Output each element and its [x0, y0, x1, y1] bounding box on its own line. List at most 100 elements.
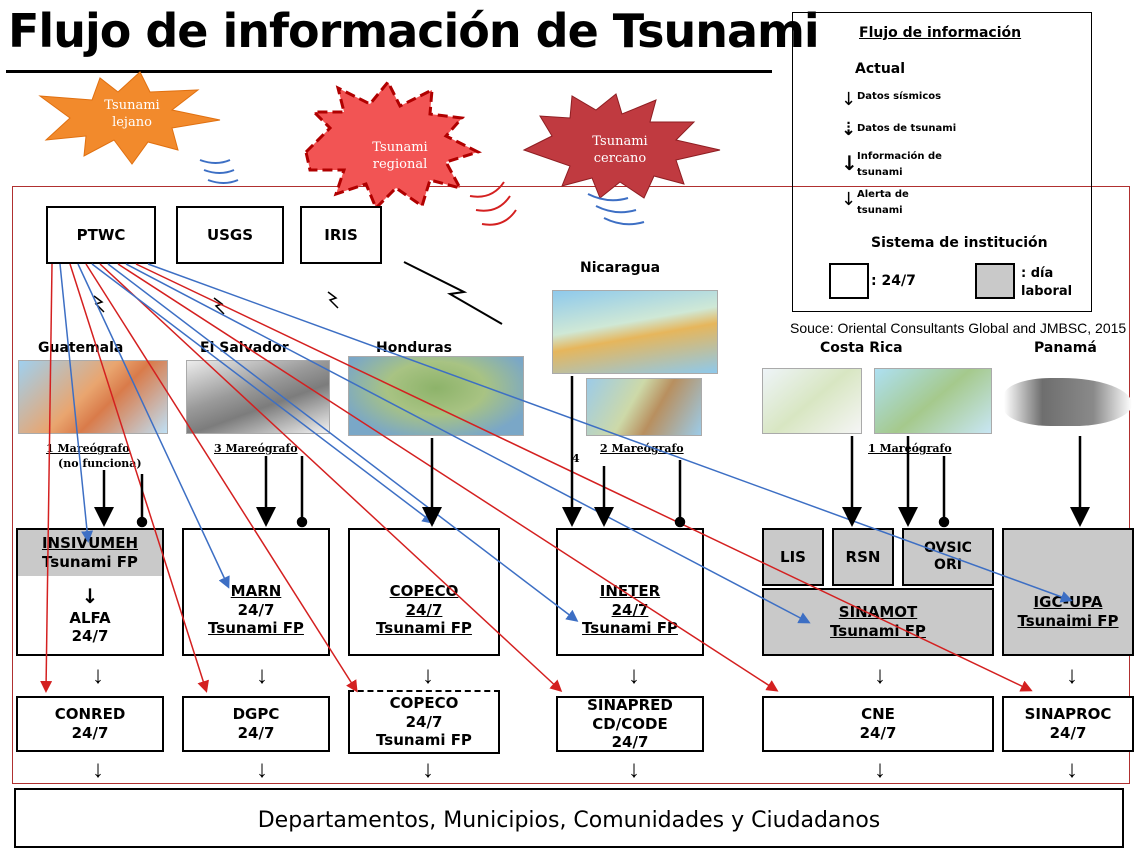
sinapred-box: SINAPRED CD/CODE 24/7 [556, 696, 704, 752]
down-arrow-icon: ↓ [628, 662, 640, 689]
map-costa-rica-1 [762, 368, 862, 434]
down-arrow-icon: ↓ [92, 662, 104, 689]
ptwc-label: PTWC [76, 225, 126, 244]
iris-label: IRIS [324, 225, 358, 244]
copeco-box: COPECO 24/7 Tsunami FP [348, 528, 500, 656]
insivumeh-arrow-icon: ↓ [81, 583, 99, 608]
tide-costa-rica: 1 Mareógrafo [868, 442, 952, 455]
legend-system-title: Sistema de institución [871, 235, 1048, 251]
sinamot-fp: Tsunami FP [830, 622, 926, 640]
country-guatemala: Guatemala [38, 340, 124, 356]
near-burst-label: Tsunami cercano [592, 134, 648, 166]
cne-box: CNE 24/7 [762, 696, 994, 752]
marn-label: MARN [230, 581, 282, 600]
ineter-hours: 24/7 [611, 600, 649, 619]
diagram-frame [12, 186, 1130, 784]
cne-label: CNE [861, 705, 895, 724]
insivumeh-fp: Tsunami FP [42, 552, 138, 571]
tide-guatemala-note: (no funciona) [58, 457, 142, 470]
legend-white-box [829, 263, 869, 299]
legend-item-info: Información de tsunami [857, 151, 942, 178]
alfa-hours: 24/7 [71, 627, 109, 646]
ineter-box: INETER 24/7 Tsunami FP [556, 528, 704, 656]
lightning-small-icon-2 [213, 297, 225, 315]
map-el-salvador [186, 360, 330, 434]
legend-arrow-alert-icon: ↓ [841, 189, 857, 210]
down-arrow-icon: ↓ [1066, 756, 1078, 783]
down-arrow-icon: ↓ [874, 756, 886, 783]
legend-item-seismic: Datos sísmicos [857, 91, 942, 102]
copeco2-hours: 24/7 [405, 712, 443, 731]
ovsicori-label: OVSIC ORI [924, 539, 972, 574]
regional-burst-label: Tsunami regional [372, 140, 428, 172]
dgpc-label: DGPC [232, 705, 280, 724]
iris-box: IRIS [300, 206, 382, 264]
sinapred-sub: CD/CODE [592, 714, 668, 733]
conred-label: CONRED [54, 705, 126, 724]
down-arrow-icon: ↓ [256, 756, 268, 783]
legend-title: Flujo de información [859, 25, 1022, 41]
map-nicaragua [586, 378, 702, 436]
map-central-america [552, 290, 718, 374]
far-wave-lines [199, 159, 239, 184]
far-tsunami-burst [38, 71, 221, 165]
sinaproc-box: SINAPROC 24/7 [1002, 696, 1134, 752]
down-arrow-icon: ↓ [92, 756, 104, 783]
page-title: Flujo de información de Tsunami [8, 4, 820, 58]
country-nicaragua: Nicaragua [580, 260, 661, 276]
legend-arrow-seismic-icon: ↓ [841, 89, 857, 110]
rsn-label: RSN [845, 547, 881, 566]
citizens-bar: Departamentos, Municipios, Comunidades y… [14, 788, 1124, 848]
lis-label: LIS [780, 547, 806, 566]
copeco-label: COPECO [389, 581, 459, 600]
copeco2-fp: Tsunami FP [376, 731, 472, 750]
cne-hours: 24/7 [859, 724, 897, 742]
legend-arrow-info-icon: ↓ [841, 151, 858, 175]
sinamot-label: SINAMOT [838, 603, 918, 622]
source-note: Souce: Oriental Consultants Global and J… [790, 320, 1127, 336]
lis-box: LIS [762, 528, 824, 586]
sinamot-box: SINAMOT Tsunami FP [762, 588, 994, 656]
usgs-label: USGS [206, 225, 254, 244]
ovsicori-box: OVSIC ORI [902, 528, 994, 586]
sinaproc-hours: 24/7 [1049, 724, 1087, 742]
legend-gray-label: : día laboral [1021, 266, 1073, 300]
country-el-salvador: El Salvador [200, 340, 289, 356]
down-arrow-icon: ↓ [1066, 662, 1078, 689]
conred-hours: 24/7 [71, 724, 109, 742]
legend-gray-box [975, 263, 1015, 299]
near-wave-lines [587, 193, 645, 226]
ptwc-box: PTWC [46, 206, 156, 264]
sinapred-label: SINAPRED [587, 695, 673, 714]
marn-hours: 24/7 [237, 600, 275, 619]
rsn-box: RSN [832, 528, 894, 586]
ineter-label: INETER [599, 581, 661, 600]
country-panama: Panamá [1034, 340, 1097, 356]
sinaproc-label: SINAPROC [1024, 705, 1112, 724]
copeco-hours: 24/7 [405, 600, 443, 619]
down-arrow-icon: ↓ [628, 756, 640, 783]
copeco-fp: Tsunami FP [376, 619, 472, 638]
marn-fp: Tsunami FP [208, 619, 304, 638]
usgs-box: USGS [176, 206, 284, 264]
near-tsunami-burst [522, 93, 721, 199]
igc-fp: Tsunaimi FP [1017, 612, 1119, 630]
down-arrow-icon: ↓ [256, 662, 268, 689]
map-costa-rica-2 [874, 368, 992, 434]
conred-box: CONRED 24/7 [16, 696, 164, 752]
lightning-small-icon [327, 291, 339, 309]
country-honduras: Honduras [376, 340, 452, 356]
ineter-fp: Tsunami FP [582, 619, 678, 638]
regional-tsunami-burst [304, 79, 482, 211]
insivumeh-label: INSIVUMEH [41, 534, 139, 552]
far-burst-label: Tsunami lejano [104, 98, 160, 130]
dgpc-hours: 24/7 [237, 724, 275, 742]
insivumeh-box: INSIVUMEH Tsunami FP ↓ ALFA 24/7 [16, 528, 164, 656]
legend-item-alert: Alerta de tsunami [857, 189, 909, 216]
regional-wave-lines [469, 181, 517, 226]
down-arrow-icon: ↓ [422, 756, 434, 783]
lightning-small-icon-3 [93, 295, 105, 313]
legend-white-label: : 24/7 [871, 273, 916, 289]
tide-nicaragua-note: 4 [572, 452, 580, 465]
legend-panel: Flujo de información Actual ↓ Datos sísm… [792, 12, 1092, 312]
